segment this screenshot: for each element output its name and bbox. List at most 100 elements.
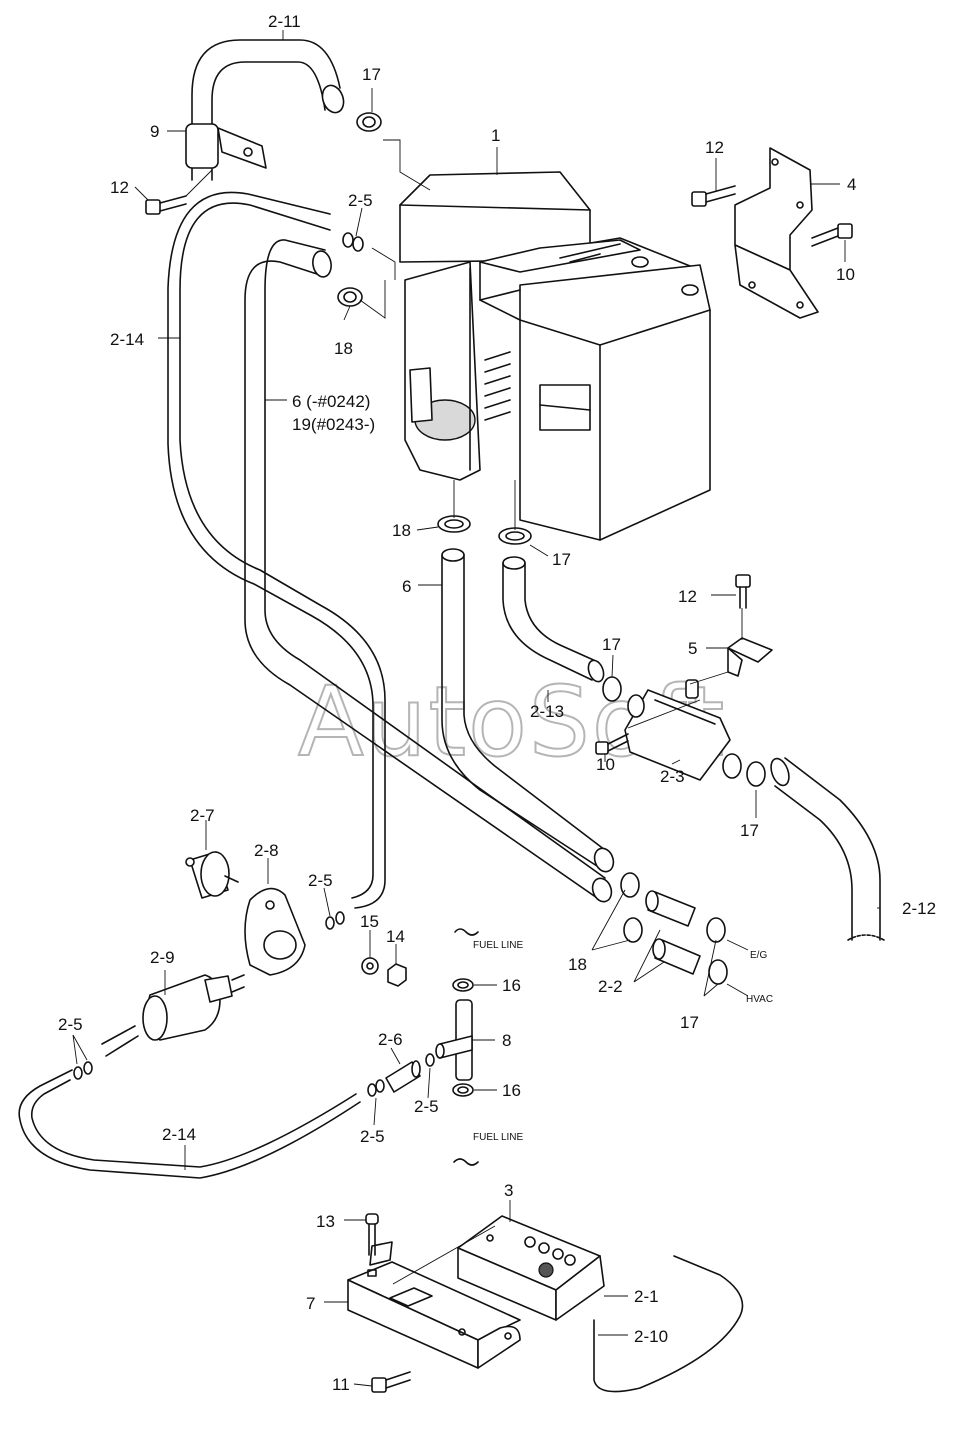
connector-2-2-lower [652, 938, 701, 975]
bolt-11 [371, 1371, 411, 1393]
pipe-2-6 [385, 1060, 421, 1093]
heater-unit-1 [399, 171, 711, 541]
label-16: 16 [502, 976, 521, 995]
hose-6-19 [244, 239, 613, 903]
clamp-18-lower-a [620, 872, 640, 898]
label-2-10: 2-10 [634, 1327, 668, 1346]
label-2-1: 2-1 [634, 1287, 659, 1306]
label-4: 4 [847, 175, 856, 194]
fuel-line-2-14-lower [18, 1069, 361, 1179]
label-2-2: 2-2 [598, 977, 623, 996]
note-fuel-line-bottom: FUEL LINE [473, 1132, 524, 1143]
note-hvac: HVAC [746, 994, 773, 1005]
label-6: 6 [402, 577, 411, 596]
clamp-18-lower-b [623, 917, 643, 943]
hose-2-13 [502, 556, 605, 683]
label-17: 17 [680, 1013, 699, 1032]
hose-2-12 [770, 757, 885, 941]
cable-2-10 [593, 1255, 744, 1393]
label-15: 15 [360, 912, 379, 931]
label-17: 17 [362, 65, 381, 84]
label-16: 16 [502, 1081, 521, 1100]
clamp-2-5-near-2-6 [367, 1079, 385, 1097]
bolt-12-right [735, 574, 751, 609]
label-17: 17 [740, 821, 759, 840]
clamp-17-lower-b [708, 959, 728, 985]
clamp-2-5-near-tee [425, 1053, 435, 1067]
bolt-12-right-top [691, 185, 736, 207]
label-2-3: 2-3 [660, 767, 685, 786]
controller-2-1 [457, 1215, 605, 1321]
label-2-5: 2-5 [308, 871, 333, 890]
tee-connector-8 [435, 999, 473, 1081]
clamp-16-top [452, 978, 474, 992]
washer-15 [361, 957, 379, 975]
label-2-5: 2-5 [414, 1097, 439, 1116]
damper-2-7 [185, 851, 239, 899]
connector-2-2-upper [645, 890, 696, 927]
label-12: 12 [110, 178, 129, 197]
label-14: 14 [386, 927, 405, 946]
label-18: 18 [392, 521, 411, 540]
label-12: 12 [678, 587, 697, 606]
label-17: 17 [552, 550, 571, 569]
label-18: 18 [334, 339, 353, 358]
part-labels: 2-11 17 9 12 1 12 4 2-5 10 2-14 18 6 (-#… [58, 12, 936, 1394]
label-17: 17 [602, 635, 621, 654]
clamp-17-mid [498, 527, 532, 545]
clip-2-8 [244, 887, 306, 976]
clamp-18-mid [437, 515, 471, 533]
label-2-8: 2-8 [254, 841, 279, 860]
label-6-19-line2: 19(#0243-) [292, 415, 375, 434]
label-9: 9 [150, 122, 159, 141]
clamp-17-right-lower [746, 761, 766, 787]
hose-6 [441, 548, 615, 873]
bolt-10-right-top [811, 223, 853, 247]
label-2-11: 2-11 [268, 12, 301, 31]
fuel-filter-2-9 [101, 974, 245, 1057]
clamp-2-5-left [73, 1061, 93, 1080]
label-2-13: 2-13 [530, 702, 564, 721]
bracket-7 [347, 1241, 521, 1369]
label-2-5: 2-5 [360, 1127, 385, 1146]
leader-lines [72, 30, 880, 1387]
label-2-5: 2-5 [348, 191, 373, 210]
label-11: 11 [332, 1375, 350, 1394]
bracket-9 [185, 123, 267, 169]
label-2-7: 2-7 [190, 806, 215, 825]
label-10: 10 [596, 755, 615, 774]
note-eg: E/G [750, 950, 767, 961]
label-7: 7 [306, 1294, 315, 1313]
note-fuel-line-top: FUEL LINE [473, 940, 524, 951]
clamp-17-right [602, 676, 622, 702]
bracket-4 [734, 147, 819, 319]
label-10: 10 [836, 265, 855, 284]
clamp-2-5-upper [342, 232, 364, 252]
label-5: 5 [688, 639, 697, 658]
clamp-16-bottom [452, 1083, 474, 1097]
label-18: 18 [568, 955, 587, 974]
label-2-6: 2-6 [378, 1030, 403, 1049]
clamp-17-top [356, 112, 382, 132]
clamp-2-5-mid [325, 911, 345, 930]
label-6-19-line1: 6 (-#0242) [292, 392, 370, 411]
label-1: 1 [491, 126, 500, 145]
bolt-10-mid [595, 733, 629, 755]
label-13: 13 [316, 1212, 335, 1231]
label-3: 3 [504, 1181, 513, 1200]
label-8: 8 [502, 1031, 511, 1050]
label-2-5: 2-5 [58, 1015, 83, 1034]
clamp-17-lower-a [706, 917, 726, 943]
label-2-12: 2-12 [902, 899, 936, 918]
bolt-12-top-left [145, 195, 187, 215]
hose-2-11 [191, 39, 345, 181]
heat-exchanger-2-3 [624, 679, 742, 781]
nut-14 [387, 963, 407, 987]
clamp-18-upper [337, 287, 363, 307]
label-2-14: 2-14 [110, 330, 144, 349]
label-12: 12 [705, 138, 724, 157]
screw-13 [365, 1213, 379, 1256]
label-2-14: 2-14 [162, 1125, 196, 1144]
bracket-5 [727, 637, 773, 677]
